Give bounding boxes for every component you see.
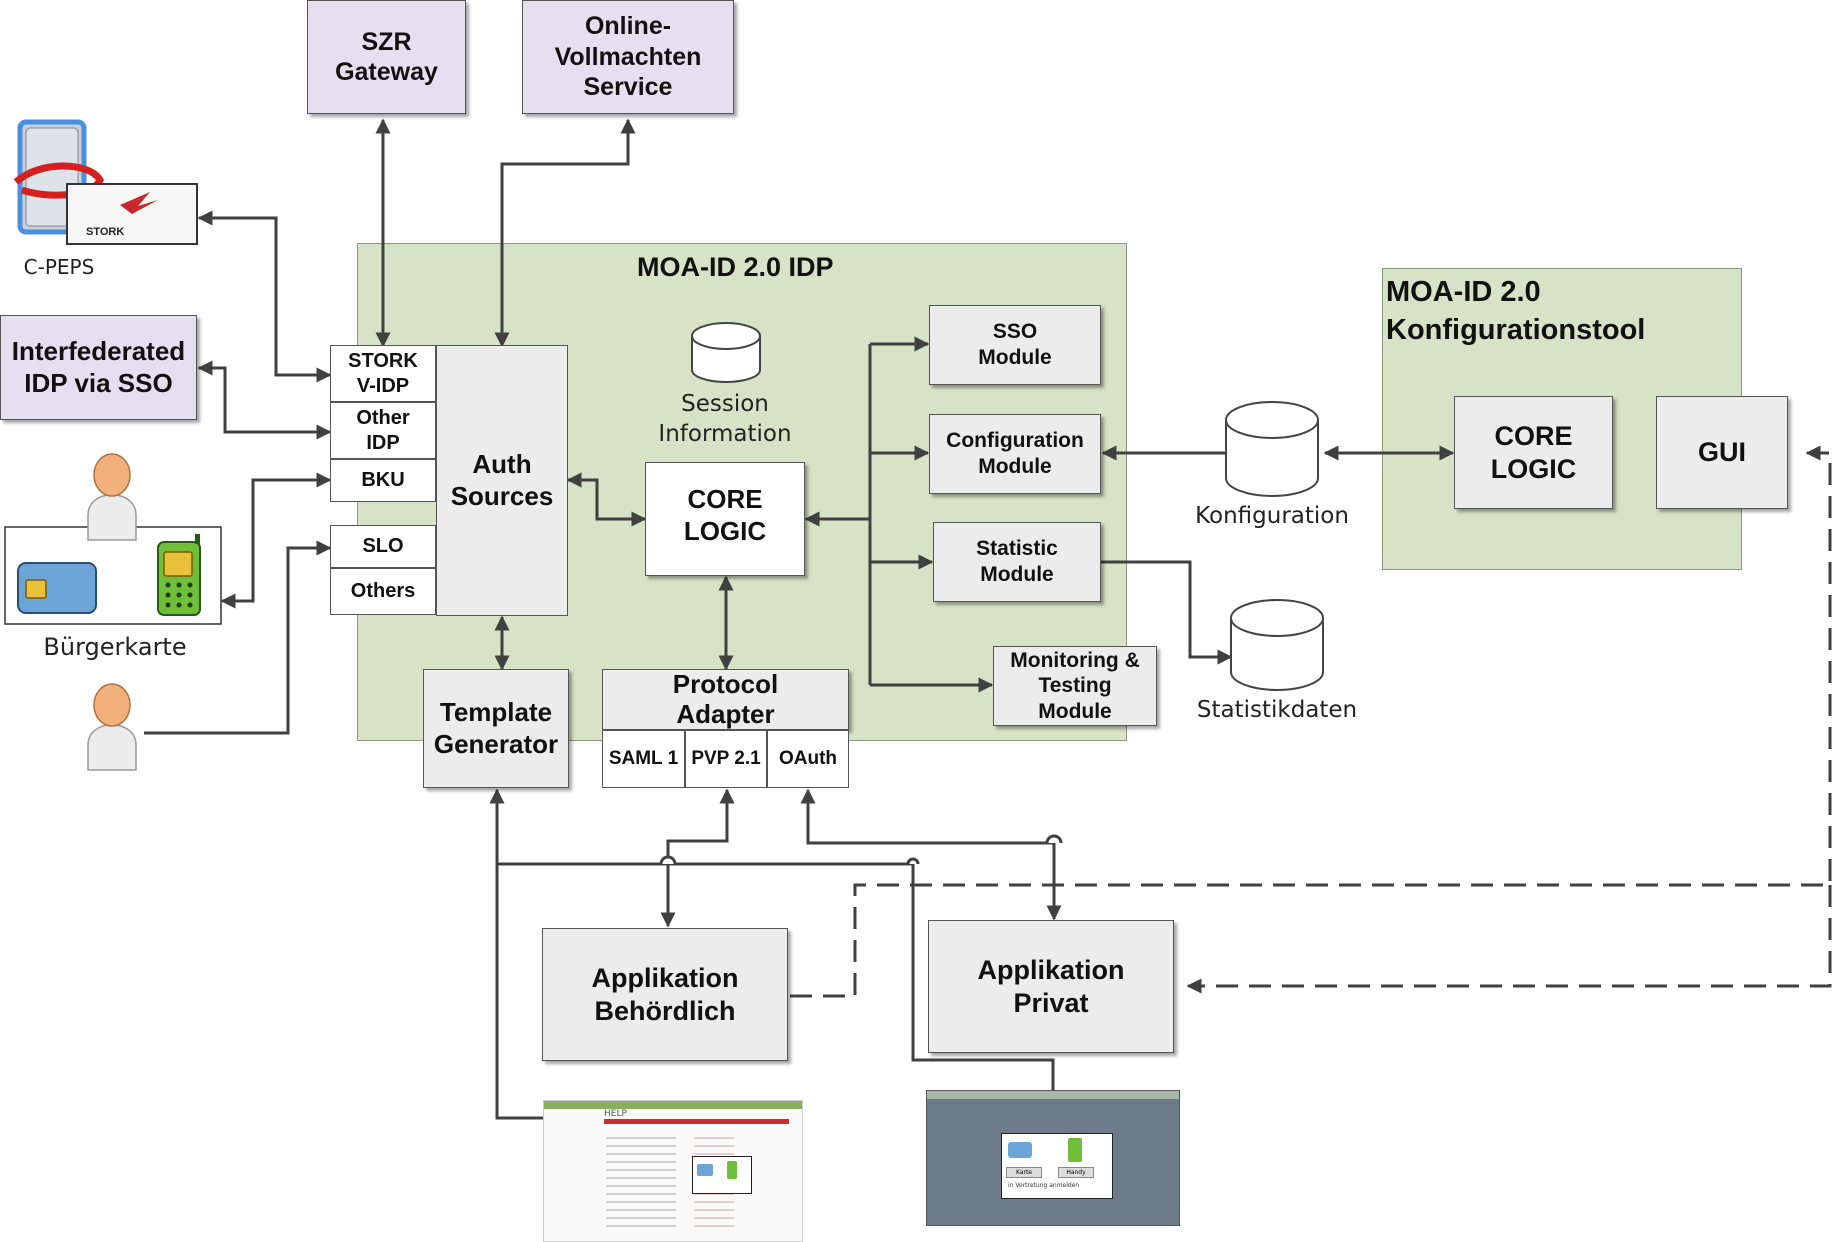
dashed-gui-apps bbox=[758, 445, 1832, 1004]
stork-logo-text: STORK bbox=[86, 226, 124, 238]
handy-button[interactable]: Handy bbox=[1058, 1167, 1094, 1178]
mobile-phone-icon bbox=[157, 534, 201, 616]
karte-button[interactable]: Karte bbox=[1006, 1167, 1042, 1178]
login-screenshot-thumbnail: Karte Handy in Vertretung anmelden bbox=[926, 1090, 1180, 1226]
arrow-auth-core bbox=[566, 472, 647, 527]
configuration-module-box: Configuration Module bbox=[929, 414, 1101, 494]
others-box: Others bbox=[330, 568, 436, 615]
protocol-pvp21: PVP 2.1 bbox=[685, 730, 767, 788]
web-screenshot-thumbnail: HELP bbox=[543, 1100, 803, 1242]
applikation-privat-box: Applikation Privat bbox=[928, 920, 1174, 1053]
session-db-icon bbox=[691, 322, 761, 383]
buergerkarte-label: Bürgerkarte bbox=[43, 633, 187, 661]
szr-gateway-box: SZR Gateway bbox=[307, 0, 466, 114]
session-information-label: Session Information bbox=[658, 391, 792, 447]
login-dialog: Karte Handy in Vertretung anmelden bbox=[1001, 1133, 1113, 1199]
screenshot-red-bar bbox=[604, 1119, 789, 1124]
online-vollmachten-box: Online- Vollmachten Service bbox=[522, 0, 734, 114]
sso-module-box: SSO Module bbox=[929, 305, 1101, 385]
template-generator-box: Template Generator bbox=[423, 669, 569, 788]
auth-sources-box: Auth Sources bbox=[436, 345, 568, 616]
arrow-vollmachten-auth bbox=[494, 118, 636, 348]
other-idp-box: Other IDP bbox=[330, 402, 436, 459]
moa-id-idp-title: MOA-ID 2.0 IDP bbox=[637, 252, 834, 282]
mobile-phone-icon bbox=[1068, 1138, 1082, 1162]
arrow-user-slo bbox=[144, 540, 332, 735]
konfiguration-label: Konfiguration bbox=[1195, 503, 1349, 529]
gui-box: GUI bbox=[1656, 396, 1788, 509]
arrow-oauth-privat bbox=[800, 788, 1062, 921]
statistic-module-box: Statistic Module bbox=[933, 522, 1101, 602]
smartcard-icon bbox=[1008, 1142, 1032, 1158]
arrow-interfed-other bbox=[197, 360, 332, 440]
konfiguration-db-icon bbox=[1225, 401, 1319, 497]
arrow-statistic-db bbox=[1101, 560, 1233, 665]
user-icon bbox=[87, 683, 137, 771]
vertretung-checkbox-label[interactable]: in Vertretung anmelden bbox=[1008, 1182, 1080, 1189]
stork-vidp-box: STORK V-IDP bbox=[330, 345, 436, 402]
bku-box: BKU bbox=[330, 459, 436, 502]
konfigurationstool-title: MOA-ID 2.0 Konfigurationstool bbox=[1386, 276, 1646, 346]
protocol-saml1: SAML 1 bbox=[602, 730, 685, 788]
cpeps-label: C-PEPS bbox=[23, 255, 95, 279]
screenshot-content-lines bbox=[606, 1131, 676, 1231]
arrow-buergerkarte-bku bbox=[220, 472, 332, 609]
monitoring-module-box: Monitoring & Testing Module bbox=[993, 646, 1157, 726]
interfederated-idp-box: Interfederated IDP via SSO bbox=[0, 315, 197, 420]
screenshot-header-bar bbox=[544, 1101, 802, 1109]
protocol-oauth: OAuth bbox=[767, 730, 849, 788]
core-logic-box: CORE LOGIC bbox=[645, 462, 805, 576]
statistikdaten-label: Statistikdaten bbox=[1196, 697, 1358, 723]
slo-box: SLO bbox=[330, 525, 436, 568]
protocol-adapter-box: Protocol Adapter bbox=[602, 669, 849, 730]
screenshot-help-text: HELP bbox=[604, 1109, 627, 1119]
arrow-cpeps-stork bbox=[197, 210, 332, 383]
user-icon bbox=[87, 453, 137, 541]
smartcard-icon bbox=[17, 562, 97, 614]
arrow-pvp-behoerdlich bbox=[660, 788, 735, 928]
screenshot-login-popup bbox=[692, 1156, 752, 1194]
konfigtool-core-logic-box: CORE LOGIC bbox=[1454, 396, 1613, 509]
screenshot-header-bar bbox=[927, 1091, 1179, 1099]
statistikdaten-db-icon bbox=[1230, 599, 1324, 691]
applikation-behoerdlich-box: Applikation Behördlich bbox=[542, 928, 788, 1061]
